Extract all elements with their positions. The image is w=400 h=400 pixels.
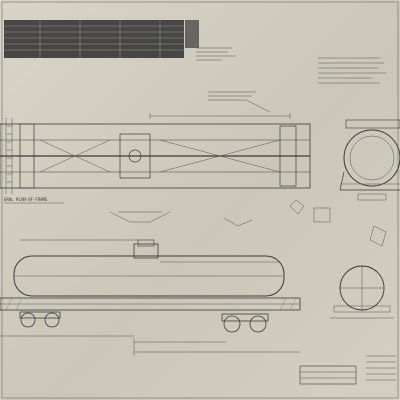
detail-sketches <box>109 199 387 247</box>
bottom-dimensions <box>0 335 300 356</box>
plan-title: ERAL PLAN-OF-FRAME <box>4 197 48 202</box>
plan-of-frame <box>0 113 311 194</box>
end-view <box>339 119 400 201</box>
notes-top-right <box>318 57 386 84</box>
title-block <box>299 355 396 385</box>
cross-section <box>330 265 394 319</box>
callout-note <box>208 91 271 113</box>
spec-table <box>4 20 199 58</box>
side-elevation <box>0 239 301 333</box>
notes-top-middle <box>196 47 236 61</box>
